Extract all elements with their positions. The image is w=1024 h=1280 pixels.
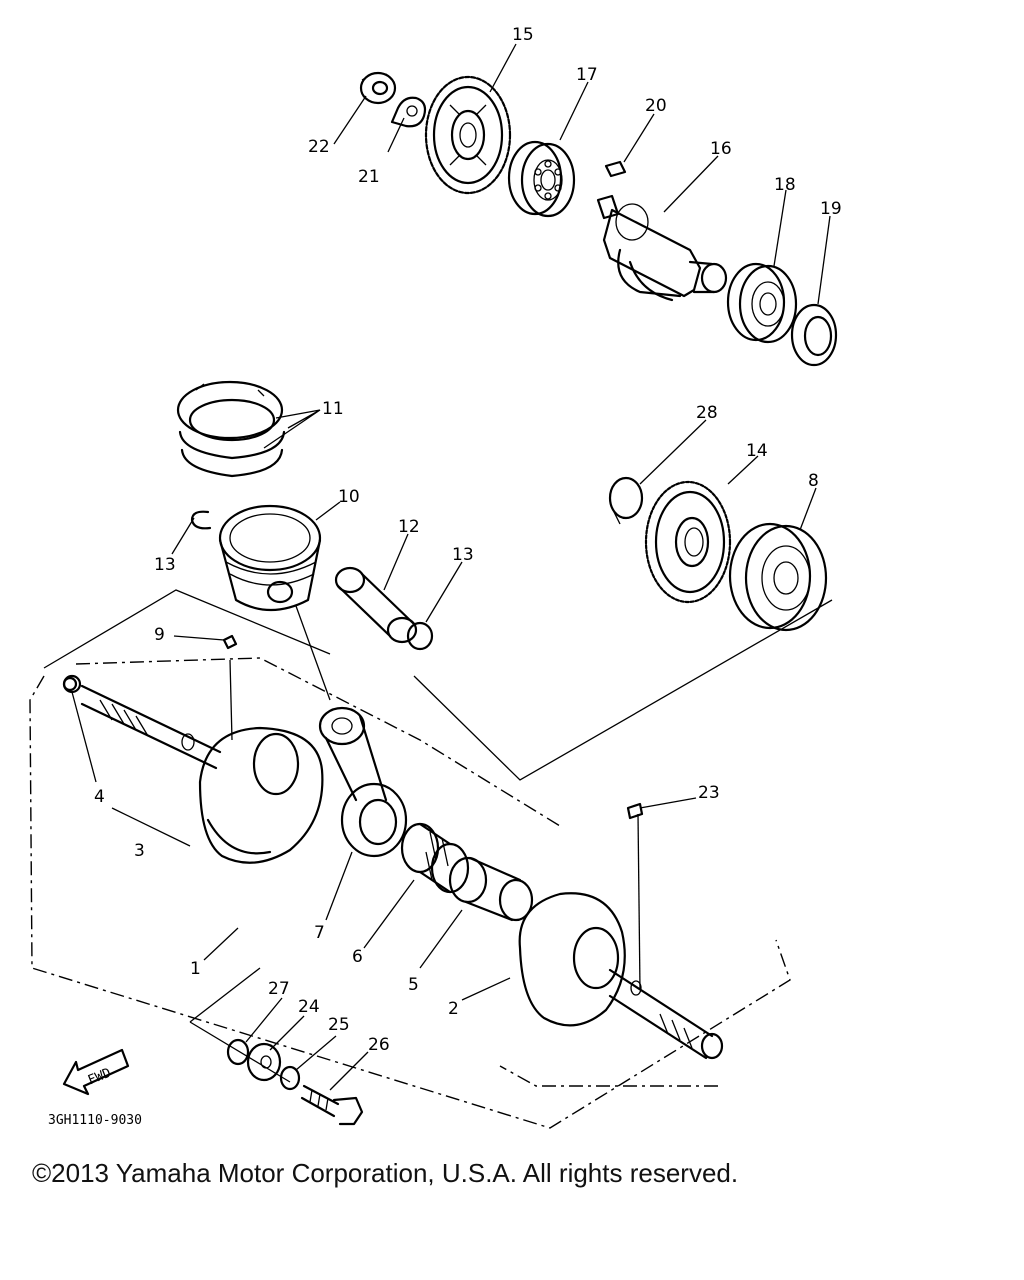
circlip-28 xyxy=(608,476,644,525)
callout-6: 6 xyxy=(352,947,363,967)
callout-4: 4 xyxy=(94,787,105,807)
callout-18: 18 xyxy=(774,175,796,195)
woodruff-key-23 xyxy=(626,802,644,820)
bearing-18 xyxy=(726,262,798,344)
callout-21: 21 xyxy=(358,167,380,187)
callout-27: 27 xyxy=(268,979,290,999)
balancer-gear-15 xyxy=(424,75,512,195)
crank-pin-5 xyxy=(448,856,534,922)
key-20 xyxy=(604,160,627,178)
bearing-8 xyxy=(728,522,828,632)
bearing-17 xyxy=(507,140,576,218)
lock-washer-21 xyxy=(390,96,427,128)
callout-22: 22 xyxy=(308,137,330,157)
callout-28: 28 xyxy=(696,403,718,423)
callout-12: 12 xyxy=(398,517,420,537)
callout-1: 1 xyxy=(190,959,201,979)
callout-7: 7 xyxy=(314,923,325,943)
woodruff-key-9 xyxy=(222,634,238,650)
callout-10: 10 xyxy=(338,487,360,507)
circlip-13-right xyxy=(406,621,434,651)
leader-lines xyxy=(71,43,831,1091)
lock-washer-25 xyxy=(279,1065,301,1091)
crankshaft-assembly-boundary xyxy=(29,675,791,1129)
plate-24 xyxy=(246,1042,282,1082)
callout-19: 19 xyxy=(820,199,842,219)
fwd-arrow-icon: FWD xyxy=(62,1048,130,1096)
bearing-group-boundary xyxy=(43,589,833,781)
callout-24: 24 xyxy=(298,997,320,1017)
callout-13-right: 13 xyxy=(452,545,474,565)
crank-left-half-3 xyxy=(62,674,324,864)
callout-5: 5 xyxy=(408,975,419,995)
crank-right-half-2 xyxy=(518,892,724,1060)
callout-17: 17 xyxy=(576,65,598,85)
callout-15: 15 xyxy=(512,25,534,45)
callout-2: 2 xyxy=(448,999,459,1019)
o-ring-27 xyxy=(226,1038,250,1066)
copyright-notice: ©2013 Yamaha Motor Corporation, U.S.A. A… xyxy=(32,1158,739,1188)
oil-seal-19 xyxy=(790,303,838,367)
piston-10 xyxy=(218,504,322,611)
bolt-group-boundary xyxy=(189,967,291,1083)
crankshaft-assembly-boundary-top xyxy=(75,657,561,827)
callout-25: 25 xyxy=(328,1015,350,1035)
plug-4 xyxy=(62,676,78,692)
callout-3: 3 xyxy=(134,841,145,861)
callout-14: 14 xyxy=(746,441,768,461)
callout-9: 9 xyxy=(154,625,165,645)
crankshaft-piston-exploded-diagram: 15 17 20 16 18 19 22 21 11 10 13 12 13 2… xyxy=(29,25,842,1129)
fwd-label: FWD xyxy=(86,1066,114,1089)
piston-pin-12 xyxy=(334,566,418,644)
callout-8: 8 xyxy=(808,471,819,491)
circlip-13-left xyxy=(190,510,212,530)
needle-bearing-6 xyxy=(400,822,470,894)
callout-20: 20 xyxy=(645,96,667,116)
callout-13-left: 13 xyxy=(154,555,176,575)
drive-gear-14 xyxy=(644,480,732,604)
callout-23: 23 xyxy=(698,783,720,803)
connecting-rod-7 xyxy=(318,706,408,858)
bolt-26 xyxy=(300,1084,364,1126)
diagram-code: 3GH1110-9030 xyxy=(48,1113,142,1128)
nut-22 xyxy=(359,71,397,105)
callout-16: 16 xyxy=(710,139,732,159)
balancer-shaft-16 xyxy=(596,194,728,302)
callout-11: 11 xyxy=(322,399,344,419)
piston-rings-11 xyxy=(176,380,286,478)
callout-26: 26 xyxy=(368,1035,390,1055)
